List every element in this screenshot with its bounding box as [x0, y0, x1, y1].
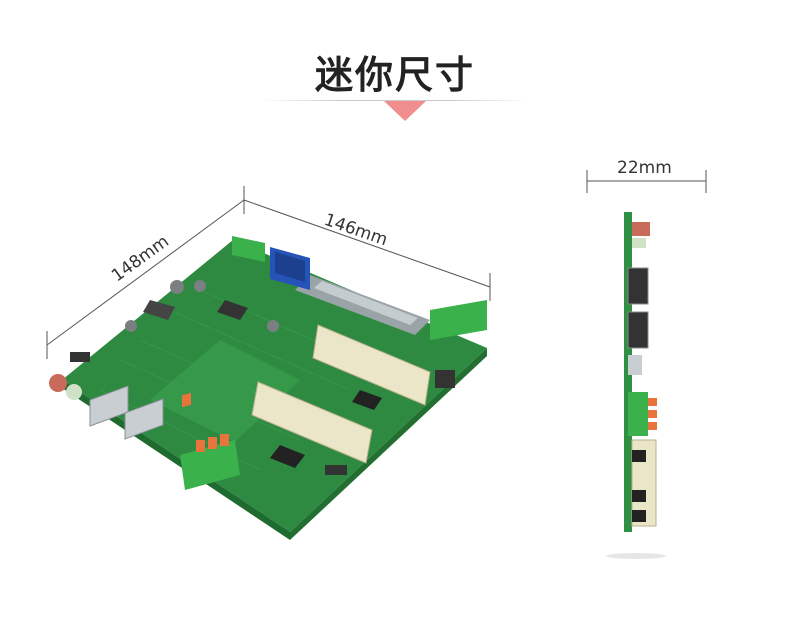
- side-view-board: [606, 212, 666, 559]
- title-arrow-icon: [384, 101, 426, 121]
- title-divider: [262, 100, 528, 101]
- dimension-lines: [46, 170, 707, 359]
- thickness-dimension-label: 22mm: [617, 158, 672, 178]
- motherboard: [49, 236, 487, 540]
- page-title: 迷你尺寸: [314, 53, 475, 97]
